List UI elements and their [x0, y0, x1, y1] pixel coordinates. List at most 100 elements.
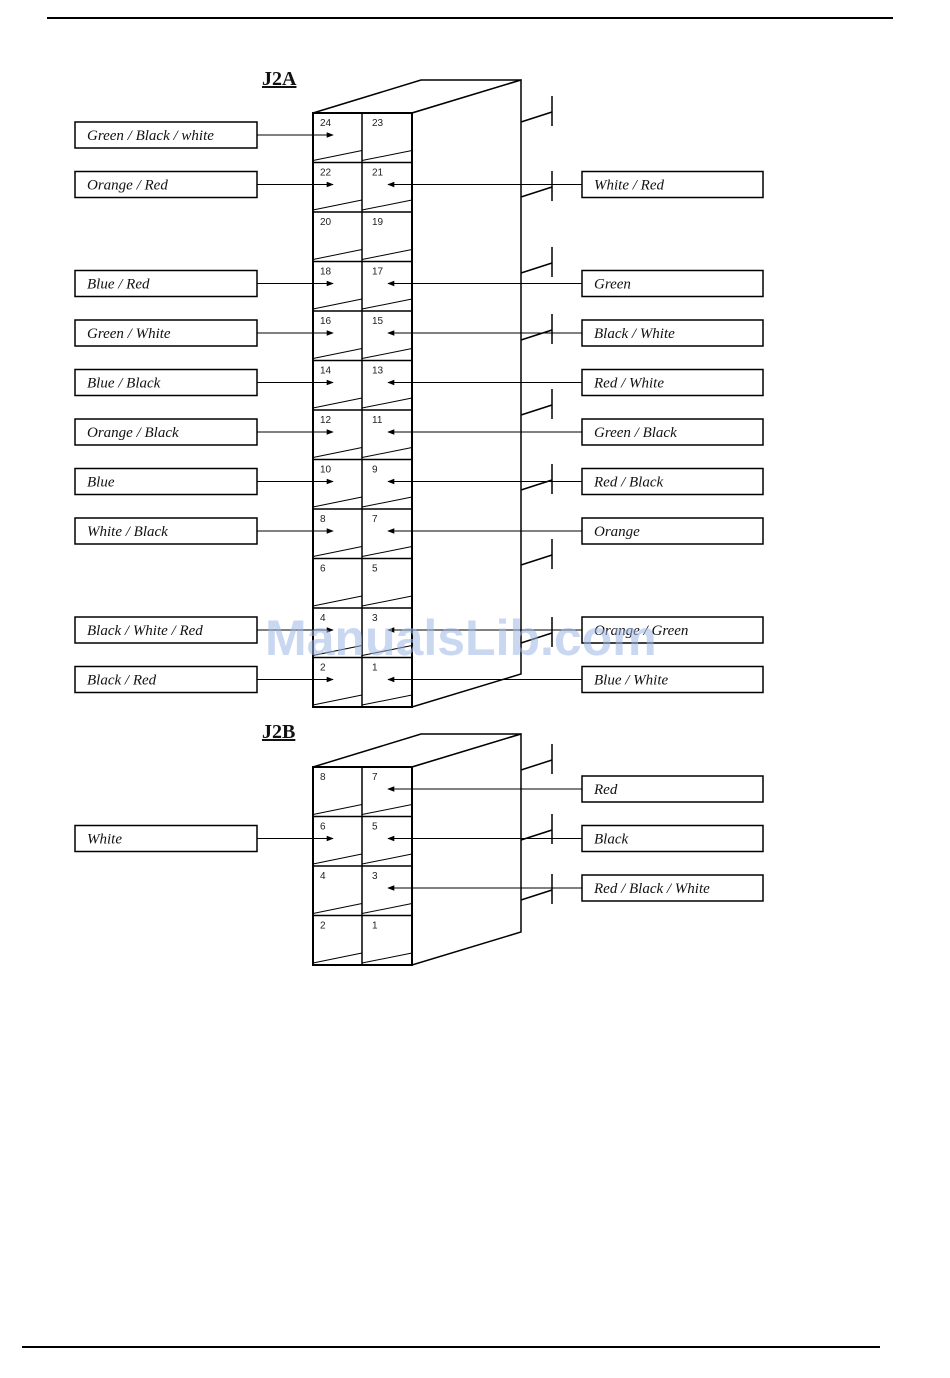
wire-label-box — [74, 368, 258, 397]
pin-number: 14 — [320, 366, 332, 377]
j2a-cell-diagonal — [312, 694, 363, 706]
wire-color-label: Green / Black — [594, 425, 677, 441]
pin-number: 17 — [372, 267, 384, 278]
wire-label-box — [581, 467, 764, 496]
wire-color-label: Orange / Black — [87, 425, 179, 441]
pin-number: 23 — [372, 118, 384, 129]
j2a-cell-diagonal — [361, 298, 413, 310]
wire-color-label: Blue — [87, 475, 115, 491]
j2a-title: J2A — [262, 68, 297, 90]
pin-number: 5 — [372, 822, 378, 833]
j2a-cell-diagonal — [312, 546, 363, 557]
wire-color-label: Red — [593, 782, 618, 798]
pin-number: 10 — [320, 465, 332, 476]
pin-number: 8 — [320, 514, 326, 525]
wire-label-box — [74, 467, 258, 496]
wire-label-box — [74, 418, 258, 446]
j2a-cell-diagonal — [361, 199, 413, 211]
wire-label-box — [581, 616, 764, 644]
pin-number: 7 — [372, 772, 378, 783]
latch-tick — [520, 329, 553, 341]
pin-number: 18 — [320, 267, 332, 278]
wire-label-box — [74, 319, 258, 347]
j2a-cell-diagonal — [361, 595, 413, 607]
pin-number: 5 — [372, 564, 378, 575]
wire-label-box — [74, 269, 258, 298]
wire-label-box — [581, 517, 764, 545]
j2b-title: J2B — [262, 721, 295, 743]
pin-number: 3 — [372, 871, 378, 882]
pin-number: 16 — [320, 316, 332, 327]
pin-number: 22 — [320, 168, 332, 179]
j2a-cell-diagonal — [361, 348, 413, 359]
wire-color-label: Black — [594, 832, 628, 848]
wire-label-box — [74, 616, 258, 644]
pin-number: 2 — [320, 921, 326, 932]
wire-label-box — [581, 418, 764, 446]
j2b-cell-diagonal — [361, 952, 413, 964]
wire-color-label: Black / White — [594, 326, 675, 342]
j2a-cell-diagonal — [361, 397, 413, 409]
wire-color-label: White / Red — [594, 178, 664, 194]
j2b-cell-diagonal — [361, 903, 413, 914]
wire-label-box — [74, 824, 258, 853]
pin-number: 15 — [372, 316, 384, 327]
pin-number: 24 — [320, 118, 332, 129]
pin-number: 21 — [372, 168, 384, 179]
latch-tick — [520, 632, 553, 644]
j2a-cell-diagonal — [312, 447, 363, 458]
watermark: ManualsLib.com — [265, 610, 657, 666]
latch-tick — [520, 111, 553, 123]
wire-label-box — [581, 269, 764, 298]
pin-number: 11 — [372, 415, 383, 426]
j2a-cell-diagonal — [361, 645, 413, 656]
pin-number: 3 — [372, 613, 378, 624]
wire-color-label: White — [87, 832, 122, 848]
pin-number: 8 — [320, 772, 326, 783]
latch-tick — [520, 404, 553, 416]
j2a-cell-diagonal — [312, 595, 363, 607]
j2b-cell-diagonal — [312, 804, 363, 815]
j2a-cell-diagonal — [312, 397, 363, 409]
pin-number: 6 — [320, 564, 326, 575]
latch-tick — [520, 889, 553, 901]
j2a-cell-diagonal — [312, 150, 363, 161]
wire-label-box — [581, 665, 764, 694]
wire-color-label: Black / Red — [87, 673, 157, 689]
j2a-cell-diagonal — [361, 496, 413, 508]
latch-tick — [520, 554, 553, 566]
wire-label-box — [74, 170, 258, 199]
pin-number: 4 — [320, 871, 326, 882]
wire-color-label: Green / White — [87, 326, 171, 342]
latch-tick — [520, 186, 553, 198]
pin-number: 19 — [372, 217, 384, 228]
wire-color-label: Green — [594, 277, 631, 293]
pin-number: 9 — [372, 465, 378, 476]
j2b-cell-diagonal — [312, 853, 363, 865]
j2a-cell-diagonal — [361, 249, 413, 260]
wire-label-box — [581, 874, 764, 902]
j2a-cell-diagonal — [361, 546, 413, 557]
j2a-cell-diagonal — [361, 447, 413, 458]
j2a-cell-diagonal — [312, 348, 363, 359]
j2b-cell-diagonal — [361, 853, 413, 865]
wire-color-label: Red / Black / White — [593, 881, 710, 897]
latch-tick — [520, 759, 553, 771]
j2a-cell-diagonal — [361, 150, 413, 161]
wire-label-box — [581, 824, 764, 853]
wire-label-box — [74, 665, 258, 694]
pin-number: 1 — [372, 921, 378, 932]
j2a-cell-diagonal — [312, 298, 363, 310]
pin-number: 12 — [320, 415, 332, 426]
wire-color-label: Orange / Red — [87, 178, 168, 194]
latch-tick — [520, 262, 553, 274]
wire-color-label: Black / White / Red — [87, 623, 203, 639]
wire-color-label: Green / Black / white — [87, 128, 214, 144]
wire-label-box — [74, 121, 258, 149]
j2b-cell-diagonal — [361, 804, 413, 815]
wire-color-label: Red / Black — [593, 475, 663, 491]
wire-color-label: Red / White — [593, 376, 664, 392]
